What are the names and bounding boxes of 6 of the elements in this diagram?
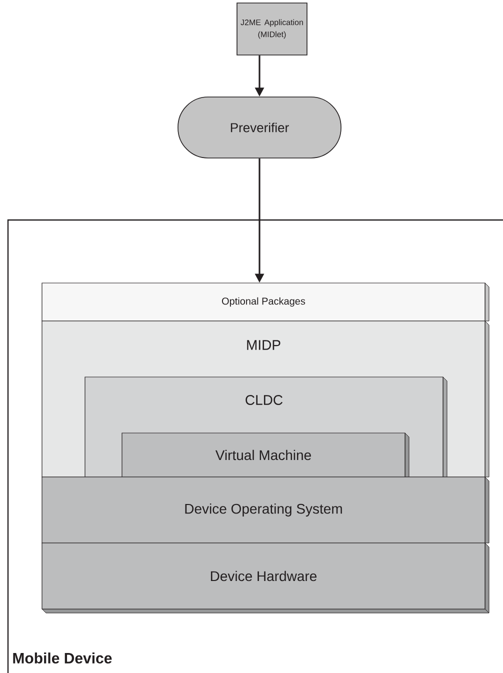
layer-box: Device Operating System (42, 476, 490, 544)
process-pill: Preverifier (178, 96, 342, 158)
process-box: J2ME Application (MIDlet) (236, 2, 308, 56)
layer-box: Virtual Machine (122, 432, 410, 478)
layer-box: Device Hardware (42, 542, 490, 614)
layer-box: Optional Packages (42, 282, 490, 322)
